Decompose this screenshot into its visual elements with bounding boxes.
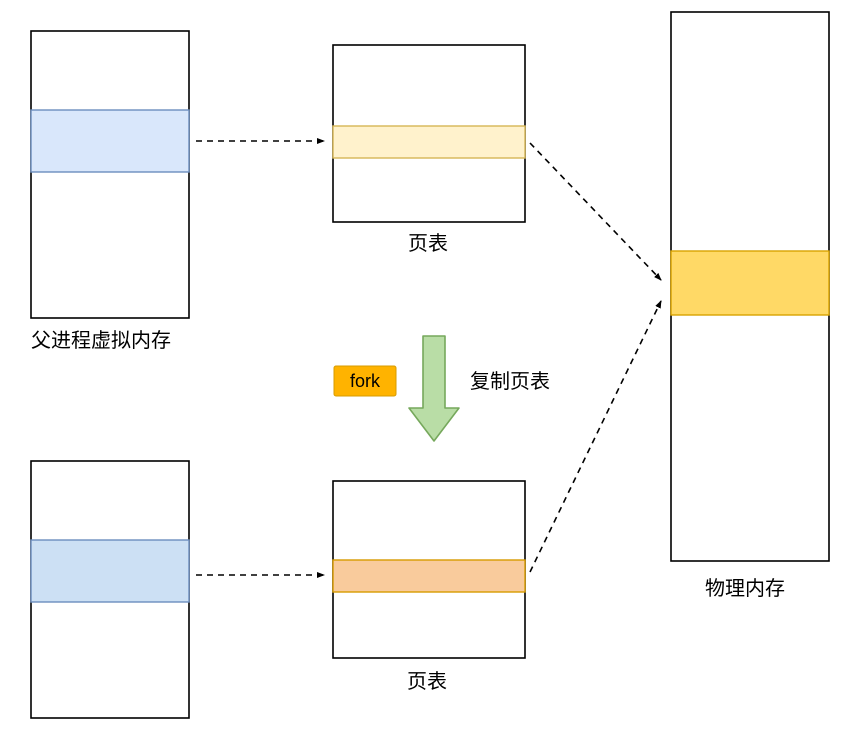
physical-memory-label: 物理内存 (705, 577, 785, 600)
parent-page-table-group: 页表 (332, 44, 526, 255)
physical-memory-group: 物理内存 (670, 11, 830, 600)
fork-action-group: fork 复制页表 (333, 335, 550, 442)
fork-down-arrow (408, 335, 460, 442)
child-vm-group (30, 460, 190, 719)
copy-page-table-label: 复制页表 (470, 370, 550, 393)
child-page-table-entry-band (332, 559, 526, 593)
parent-page-table-to-physical-arrow (529, 142, 662, 281)
child-vm-mapped-band (30, 539, 190, 603)
parent-vm-mapped-band (30, 109, 190, 173)
parent-vm-group: 父进程虚拟内存 (30, 30, 190, 352)
fork-badge (333, 365, 397, 397)
child-page-table-to-physical-arrow (529, 300, 662, 573)
parent-vm-box (30, 30, 190, 319)
child-page-table-group: 页表 (332, 480, 526, 693)
fork-badge-label: fork (350, 371, 381, 391)
parent-page-table-label: 页表 (408, 232, 448, 255)
child-page-table-label: 页表 (407, 670, 447, 693)
parent-page-table-entry-band (332, 125, 526, 159)
physical-memory-shared-band (670, 250, 830, 316)
parent-vm-label: 父进程虚拟内存 (31, 329, 171, 352)
